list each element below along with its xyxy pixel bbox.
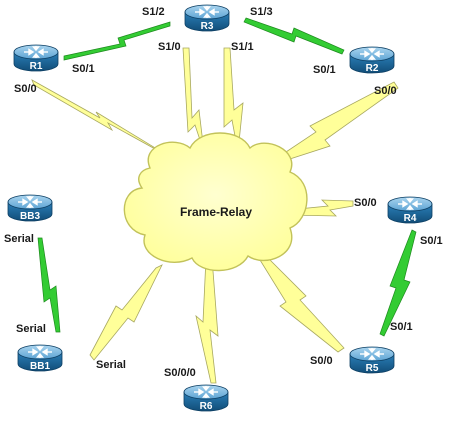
serial-link-r1-r3 [63,21,171,61]
router-r1[interactable]: R1 [13,44,59,72]
router-r6[interactable]: R6 [183,384,229,412]
frame-relay-link-bb1 [89,264,163,361]
frame-relay-link-r3-s10 [182,47,205,153]
r3-s13-label: S1/3 [250,6,273,18]
router-bb1[interactable]: BB1 [17,344,63,372]
serial-link-r3-r2 [243,17,345,55]
r2-s00-label: S0/0 [374,85,397,97]
router-r2[interactable]: R2 [349,46,395,74]
frame-relay-link-r5 [259,255,345,353]
frame-relay-cloud: Frame-Relay [123,132,308,272]
r1-s01-label: S0/1 [72,63,95,75]
r3-s12-label: S1/2 [142,6,165,18]
router-r5[interactable]: R5 [349,346,395,374]
router-r1-label: R1 [30,61,43,72]
router-bb3[interactable]: BB3 [7,194,53,222]
r5-s01-label: S0/1 [390,321,413,333]
router-r2-label: R2 [366,63,379,74]
bb3-serial-label: Serial [4,233,34,245]
r3-s10-label: S1/0 [158,41,181,53]
router-r6-label: R6 [200,401,213,412]
r1-s00-label: S0/0 [14,83,37,95]
router-r3[interactable]: R3 [184,4,230,32]
r6-s000-label: S0/0/0 [164,367,196,379]
serial-links [37,17,417,337]
cloud-label: Frame-Relay [180,205,252,219]
frame-relay-link-r6 [195,257,219,384]
r4-s01-label: S0/1 [420,235,443,247]
r5-s00-label: S0/0 [310,355,333,367]
serial-link-r4-r5 [379,229,417,337]
r3-s11-label: S1/1 [231,41,254,53]
serial-link-bb3-bb1 [37,237,61,333]
router-bb1-label: BB1 [30,361,50,372]
frame-relay-link-r2 [261,81,399,169]
interface-labels: S0/1 S0/0 S1/2 S1/3 S1/0 S1/1 S0/1 S0/0 … [4,6,443,379]
frame-relay-link-r3-s11 [223,47,244,153]
router-r4-label: R4 [404,213,417,224]
r2-s01-label: S0/1 [313,64,336,76]
router-r4[interactable]: R4 [387,196,433,224]
bb1-serial-right-label: Serial [96,359,126,371]
frame-relay-link-r1 [31,79,176,161]
r4-s00-label: S0/0 [354,197,377,209]
router-r5-label: R5 [366,363,379,374]
router-bb3-label: BB3 [20,211,40,222]
bb1-serial-top-label: Serial [16,323,46,335]
router-r3-label: R3 [201,21,214,32]
frame-relay-links [31,47,399,384]
